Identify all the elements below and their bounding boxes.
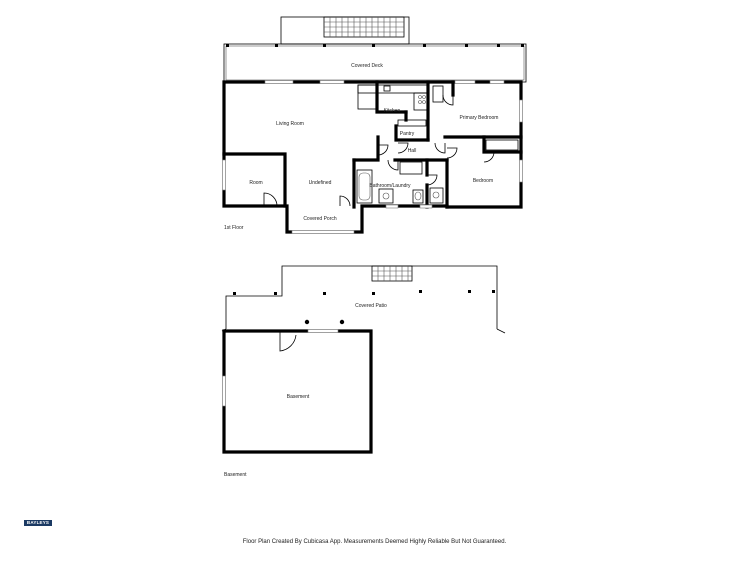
label-undefined: Undefined — [309, 180, 332, 186]
label-covered-patio: Covered Patio — [355, 303, 387, 309]
first-floor-windows — [222, 80, 523, 234]
basement-door — [279, 331, 297, 352]
bayleys-logo: BAYLEYS — [24, 520, 52, 526]
label-1st-floor: 1st Floor — [224, 225, 244, 231]
label-covered-deck: Covered Deck — [351, 63, 383, 69]
label-hall: Hall — [408, 148, 417, 154]
covered-patio-outline — [221, 265, 506, 334]
basement-walls — [222, 329, 373, 454]
deck-stairs — [323, 16, 405, 38]
label-basement-room: Basement — [287, 394, 310, 400]
bedroom-closet — [485, 139, 519, 151]
label-bedroom: Bedroom — [473, 178, 493, 184]
basement-windows — [222, 329, 339, 407]
footer-disclaimer: Floor Plan Created By Cubicasa App. Meas… — [242, 539, 507, 545]
label-primary-bedroom: Primary Bedroom — [460, 115, 499, 121]
deck-posts — [226, 44, 524, 47]
label-pantry: Pantry — [400, 131, 415, 137]
basement-labels: Covered Patio Basement Basement — [224, 303, 387, 478]
label-basement-floor: Basement — [224, 472, 247, 478]
bathroom-fixtures — [356, 161, 444, 204]
patio-stairs — [371, 265, 413, 282]
basement-plan: Covered Patio Basement Basement — [221, 265, 506, 478]
label-room: Room — [249, 180, 262, 186]
first-floor-plan: Covered Deck Kitchen Living Room Pantry … — [222, 16, 527, 234]
first-floor-walls — [222, 80, 523, 234]
label-living-room: Living Room — [276, 121, 304, 127]
label-covered-porch: Covered Porch — [303, 216, 337, 222]
label-bathroom-laundry: Bathroom/Laundry — [369, 183, 411, 189]
first-floor-labels: Covered Deck Kitchen Living Room Pantry … — [224, 63, 498, 231]
patio-posts — [233, 290, 495, 325]
kitchen-fixtures — [357, 84, 444, 127]
first-floor-doors — [263, 94, 495, 207]
label-kitchen: Kitchen — [384, 108, 401, 114]
